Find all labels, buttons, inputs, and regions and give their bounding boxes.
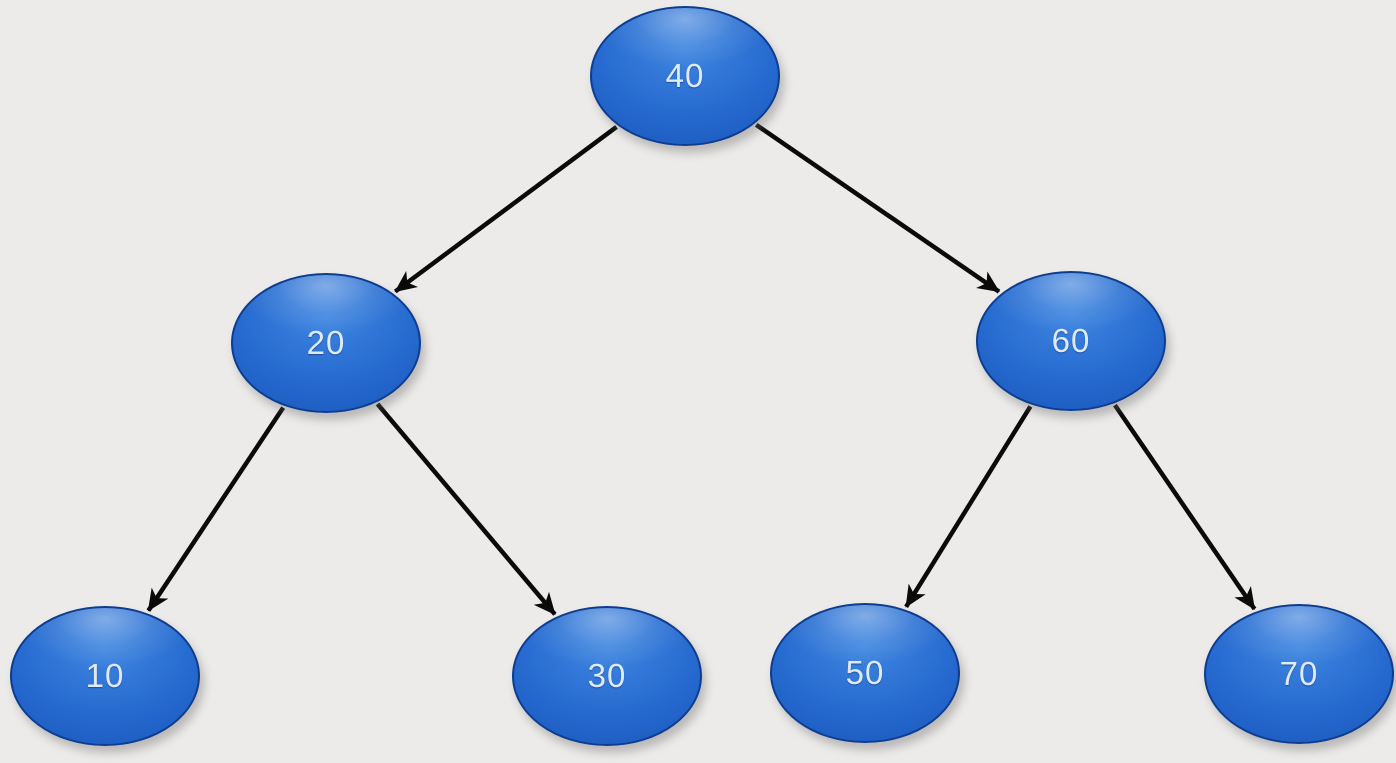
tree-node-30: 30	[512, 606, 702, 746]
node-label: 10	[85, 657, 125, 694]
node-label: 50	[845, 654, 885, 691]
tree-node-20: 20	[231, 273, 421, 413]
node-label: 40	[665, 57, 705, 94]
tree-node-50: 50	[770, 603, 960, 743]
node-label: 60	[1051, 322, 1091, 359]
edge-arrow-60-to-50	[904, 405, 1033, 608]
node-label: 30	[587, 657, 627, 694]
edge-arrow-20-to-10	[146, 406, 286, 612]
node-label: 70	[1279, 655, 1319, 692]
node-label: 20	[306, 324, 346, 361]
tree-node-60: 60	[976, 271, 1166, 411]
edge-arrow-40-to-20	[393, 125, 618, 294]
tree-node-40: 40	[590, 6, 780, 146]
edge-arrow-40-to-60	[754, 122, 1001, 294]
tree-node-70: 70	[1204, 604, 1394, 744]
edge-arrow-60-to-70	[1113, 403, 1257, 611]
tree-node-10: 10	[10, 606, 200, 746]
edge-arrow-20-to-30	[375, 402, 557, 616]
